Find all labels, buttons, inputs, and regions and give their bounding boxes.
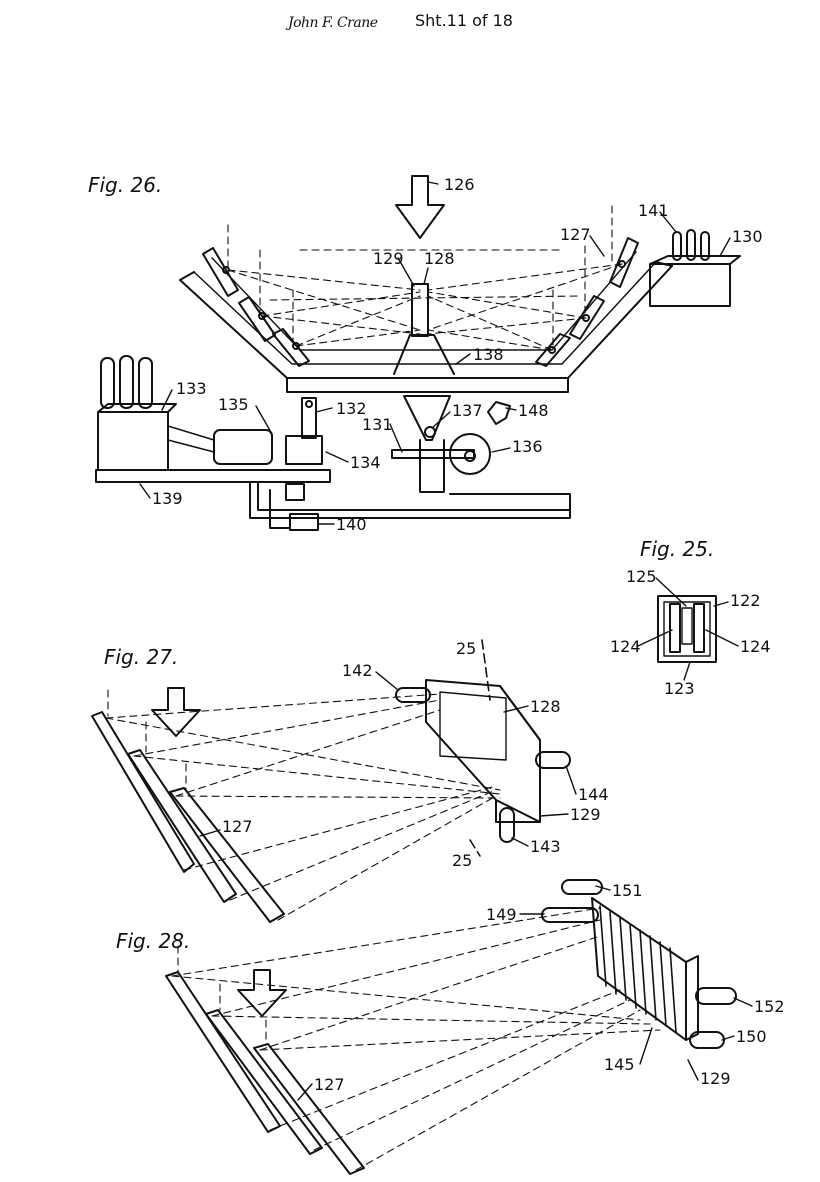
figure-label: Fig. 27. bbox=[104, 645, 178, 669]
fig28-drawing bbox=[165, 879, 737, 1175]
mirror-panel bbox=[91, 711, 195, 873]
reference-numeral: 143 bbox=[530, 837, 561, 856]
reference-numeral: 129 bbox=[570, 805, 601, 824]
mirror-facets-left bbox=[202, 247, 310, 367]
cross-section-122 bbox=[657, 595, 717, 663]
reference-numeral: 130 bbox=[732, 227, 763, 246]
reference-numeral: 137 bbox=[452, 401, 483, 420]
reference-numeral: 124 bbox=[610, 637, 641, 656]
reference-numeral: 128 bbox=[530, 697, 561, 716]
reflected-rays-fig27 bbox=[105, 689, 501, 921]
mirror-panel bbox=[127, 749, 237, 903]
inventor-signature: John F. Crane bbox=[288, 15, 378, 31]
incident-light-arrow bbox=[395, 175, 445, 239]
reference-numeral: 135 bbox=[218, 395, 249, 414]
figure-label: Fig. 25. bbox=[640, 537, 714, 561]
fig27-drawing bbox=[91, 639, 571, 923]
bracket-140 bbox=[285, 483, 319, 531]
reference-numeral: 134 bbox=[350, 453, 381, 472]
mirror-panel bbox=[253, 1043, 365, 1175]
reflected-rays-fig26 bbox=[227, 205, 623, 351]
reference-numeral: 149 bbox=[486, 905, 517, 924]
reference-numeral: 129 bbox=[373, 249, 404, 268]
reference-numeral: 122 bbox=[730, 591, 761, 610]
reference-numeral: 148 bbox=[518, 401, 549, 420]
reference-numeral: 142 bbox=[342, 661, 373, 680]
reference-numeral: 125 bbox=[626, 567, 657, 586]
figure-label: Fig. 28. bbox=[116, 929, 190, 953]
reference-numeral: 127 bbox=[314, 1075, 345, 1094]
reference-numeral: 151 bbox=[612, 881, 643, 900]
reference-numeral: 152 bbox=[754, 997, 785, 1016]
leader-lines bbox=[139, 181, 753, 1101]
reference-numeral: 140 bbox=[336, 515, 367, 534]
reflected-rays-fig28 bbox=[171, 907, 661, 1171]
gearbox-135 bbox=[213, 429, 273, 465]
reference-numeral: 129 bbox=[700, 1069, 731, 1088]
reference-numeral: 126 bbox=[444, 175, 475, 194]
belt-131 bbox=[391, 449, 475, 459]
reference-numeral: 136 bbox=[512, 437, 543, 456]
reference-numeral: 145 bbox=[604, 1055, 635, 1074]
labels: Fig. 26. Fig. 25. Fig. 27. Fig. 28. 126 … bbox=[88, 173, 785, 1094]
mirror-panel bbox=[169, 787, 285, 923]
tank-130 bbox=[649, 255, 741, 307]
reference-numeral: 141 bbox=[638, 201, 669, 220]
drive-motor-136 bbox=[449, 433, 491, 475]
mirror-panel bbox=[205, 1009, 323, 1155]
reference-numeral: 25 bbox=[456, 639, 476, 658]
incident-light-arrow bbox=[151, 687, 201, 737]
trough-frame bbox=[179, 265, 673, 379]
reference-numeral: 138 bbox=[473, 345, 504, 364]
reference-numeral: 128 bbox=[424, 249, 455, 268]
reference-numeral: 127 bbox=[560, 225, 591, 244]
reference-numeral: 144 bbox=[578, 785, 609, 804]
reference-numeral: 150 bbox=[736, 1027, 767, 1046]
receiver-mount bbox=[393, 334, 455, 375]
platform-139 bbox=[95, 469, 331, 483]
reference-numeral: 132 bbox=[336, 399, 367, 418]
motor-133 bbox=[97, 403, 177, 471]
reference-numeral: 139 bbox=[152, 489, 183, 508]
reference-numeral: 25 bbox=[452, 851, 472, 870]
reference-numeral: 124 bbox=[740, 637, 771, 656]
fig25-drawing bbox=[657, 595, 717, 663]
reference-numeral: 123 bbox=[664, 679, 695, 698]
pedestal bbox=[403, 395, 451, 441]
reference-numeral: 133 bbox=[176, 379, 207, 398]
mirror-panel bbox=[165, 971, 281, 1133]
fig26-drawing bbox=[95, 175, 741, 531]
receiver-128 bbox=[411, 283, 429, 337]
sheet-number: Sht.11 of 18 bbox=[415, 11, 513, 30]
reference-numeral: 131 bbox=[362, 415, 393, 434]
reference-numeral: 127 bbox=[222, 817, 253, 836]
mirror-facets-right bbox=[535, 237, 639, 367]
incident-light-arrow bbox=[237, 969, 287, 1017]
figure-label: Fig. 26. bbox=[88, 173, 162, 197]
